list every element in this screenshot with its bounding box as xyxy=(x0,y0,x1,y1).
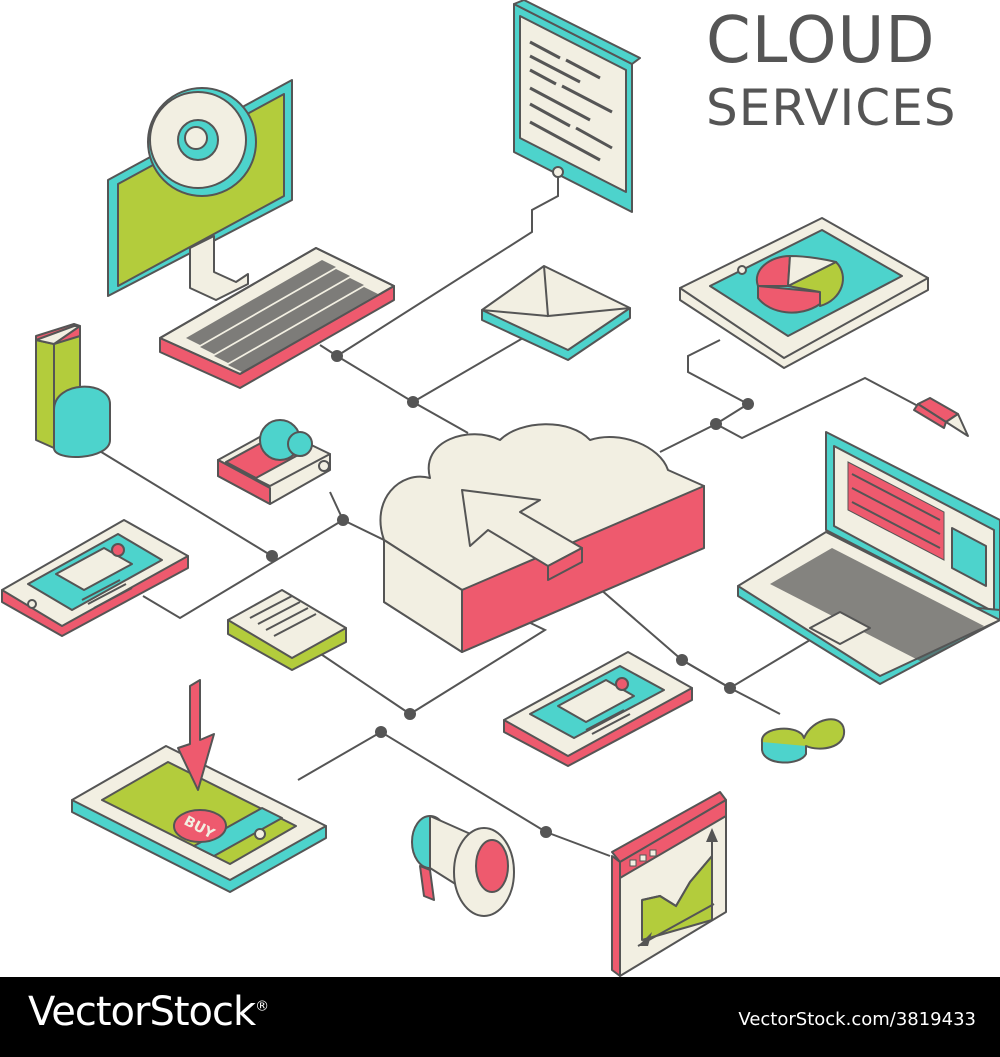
browser-chart-icon xyxy=(611,791,727,977)
brand-name: VectorStock xyxy=(28,989,256,1035)
camera-icon xyxy=(217,419,331,505)
keyboard-icon xyxy=(159,247,395,389)
cloud-upload-icon xyxy=(379,423,705,653)
title-line-2: SERVICES xyxy=(706,79,957,137)
title-line-1: CLOUD xyxy=(706,4,936,78)
desktop-settings-icon xyxy=(107,79,293,301)
buy-button[interactable]: BUY xyxy=(173,809,227,843)
pencil-icon xyxy=(913,397,969,437)
gear-icon xyxy=(147,87,257,197)
image-credit: VectorStock.com/3819433 xyxy=(738,1009,976,1030)
message-note-icon xyxy=(227,589,347,671)
3d-pie-chart-icon xyxy=(35,323,111,458)
pie-chart-icon xyxy=(755,255,844,314)
speech-bubble-icon xyxy=(761,718,846,764)
laptop-icon xyxy=(737,431,1000,685)
smartphone-left-icon xyxy=(1,519,189,637)
megaphone-icon xyxy=(411,815,515,917)
brand-logo[interactable]: VectorStock® xyxy=(28,989,269,1035)
connector-nodes xyxy=(266,350,754,838)
smartphone-right-icon xyxy=(503,651,693,767)
registered-mark: ® xyxy=(255,998,269,1015)
buy-tablet-icon: BUY xyxy=(71,679,327,893)
download-arrow-icon xyxy=(177,679,215,791)
email-envelope-icon xyxy=(481,265,631,361)
pie-chart-tablet-icon xyxy=(679,217,929,369)
diagram-canvas: .s { stroke:#555; stroke-width:2; stroke… xyxy=(1,0,1000,977)
footer-bar: VectorStock® VectorStock.com/3819433 xyxy=(0,977,1000,1057)
document-tablet-icon xyxy=(513,0,641,213)
line-chart-icon xyxy=(637,828,718,947)
